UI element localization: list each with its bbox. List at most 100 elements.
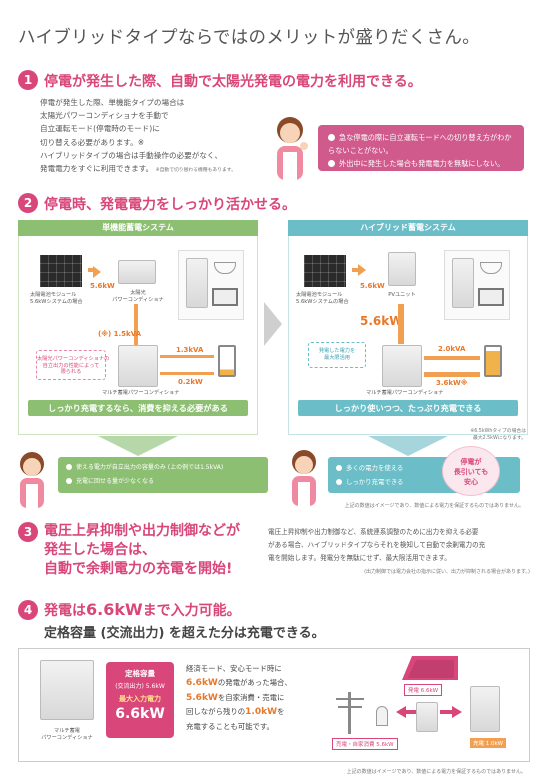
flow-1.5kva: (※) 1.5kVA	[98, 330, 142, 338]
spec-box: 定格容量 (交流出力) 5.6kW 最大入力電力 6.6kW	[106, 662, 174, 738]
chevron-right-icon	[264, 302, 282, 346]
flow-2.0kva: 2.0kVA	[438, 345, 466, 353]
s4-line: 経済モード、安心モード時に	[186, 664, 282, 673]
section-4-body: 経済モード、安心モード時に 6.6kWの発電があった場合、 5.6kWを自家消費…	[186, 662, 316, 734]
right-callout: 発電した電力を 最大限活用	[308, 342, 366, 368]
section-1-heading: 停電が発生した際、自動で太陽光発電の電力を利用できる。	[44, 74, 422, 90]
flow-line	[134, 304, 138, 346]
arrow-right-icon	[93, 266, 101, 278]
page-title: ハイブリッドタイプならではのメリットが盛りだくさん。	[18, 28, 480, 48]
battery-low-icon	[218, 345, 236, 377]
solar-panel-icon	[40, 255, 82, 287]
flow-line	[160, 355, 214, 358]
section-4-number: 4	[18, 600, 38, 620]
section-4-subheading: 定格容量 (交流出力) を超えた分は充電できる。	[44, 626, 325, 641]
outcome-item: 充電に回せる量が少なくなる	[66, 475, 260, 489]
worried-woman-illustration	[20, 452, 44, 508]
pv-unit-label: PVユニット	[388, 292, 416, 298]
section-4-footnote: 上記の数値はイメージであり、数値による電力を保証するものではありません。	[346, 769, 526, 775]
bullet-icon	[66, 464, 72, 470]
left-outcome: 使える電力が自立出力の容量のみ (上の例では1.5kVA) 充電に回せる量が少な…	[58, 457, 268, 493]
s1-line: 停電が発生した際、単機能タイプの場合は	[40, 98, 185, 107]
benefit-item: 外出中に発生した場合も発電電力を無駄にしない。	[328, 157, 514, 170]
pcs-small-icon	[416, 702, 438, 732]
s1-line: ハイブリッドタイプの場合は手動操作の必要がなく、	[40, 150, 223, 160]
down-triangle-icon	[368, 436, 448, 456]
bullet-icon	[336, 465, 342, 471]
lamp-icon	[376, 706, 388, 726]
fridge-icon	[452, 258, 474, 308]
single-function-header: 単機能蓄電システム	[18, 220, 258, 236]
section-3-number: 3	[18, 522, 38, 542]
battery-unit-icon	[470, 686, 500, 732]
outcome-item: 使える電力が自立出力の容量のみ (上の例では1.5kVA)	[66, 461, 260, 475]
flow-line	[160, 372, 214, 375]
flow-line	[424, 372, 480, 377]
multi-storage-pcs-icon	[382, 345, 422, 387]
multi-storage-pcs-icon	[118, 345, 158, 387]
flow-1.3kva: 1.3kVA	[176, 346, 204, 354]
right-side-note: ※6.5kWhタイプの場合は最大2.5kWになります。	[470, 429, 526, 441]
section-2-heading: 停電時、発電電力をしっかり活かせる。	[44, 197, 296, 213]
section-2-footnote: 上記の数値はイメージであり、数値による電力を保証するものではありません。	[344, 503, 524, 509]
s4-line: 6.6kWの発電があった場合、	[186, 678, 292, 689]
flow-line	[424, 356, 480, 360]
multi-pcs-label: マルチ蓄電パワーコンディショナ	[366, 390, 444, 396]
happy-woman-illustration	[292, 450, 316, 506]
section-2-number: 2	[18, 193, 38, 213]
roof-solar-icon	[402, 656, 458, 680]
flow-3.6kw: 3.6kW※	[436, 379, 468, 387]
arrow-shaft	[352, 268, 360, 272]
use-label: 売電・自家消費 5.6kW	[332, 738, 398, 750]
bullet-icon	[328, 134, 335, 141]
section-1-body: 停電が発生した際、単機能タイプの場合は 太陽光パワーコンディショナを手動で 自立…	[40, 96, 265, 175]
right-banner: しっかり使いつつ、たっぷり充電できる	[298, 400, 518, 416]
pv-conditioner-icon	[118, 260, 156, 284]
flow-0.2kw: 0.2kW	[178, 378, 203, 386]
outcome-item: しっかり充電できる	[336, 475, 512, 489]
tv-icon	[212, 288, 238, 306]
flow-line	[398, 304, 404, 344]
s1-line: 太陽光パワーコンディショナを手動で	[40, 111, 169, 121]
hybrid-header: ハイブリッド蓄電システム	[288, 220, 528, 236]
multi-storage-pcs-icon	[40, 660, 94, 720]
s4-line: 回しながら残りの1.0kWを	[186, 707, 285, 718]
pcs-label: 太陽光パワーコンディショナ	[112, 290, 164, 303]
solar-panel-icon	[304, 255, 346, 287]
section-1-benefits: 急な停電の際に自立運転モードへの切り替え方がわからないことがない。 外出中に発生…	[318, 125, 524, 171]
device-label: マルチ蓄電パワーコンディショナ	[41, 728, 93, 741]
s1-line: 自立運転モード(停電時のモード)に	[40, 124, 160, 134]
s1-line: 発電電力をすぐに利用できます。 ※自動で切り替わる機種もあります。	[40, 164, 236, 174]
outcome-item: 多くの電力を使える	[336, 461, 512, 475]
section-3-heading: 電圧上昇抑制や出力制御などが発生した場合は、自動で余剰電力の充電を開始!	[44, 523, 240, 577]
down-triangle-icon	[98, 436, 178, 456]
reassurance-bubble: 停電が長引いても安心	[442, 446, 500, 496]
flow-5.6kw: 5.6kW	[90, 282, 115, 290]
left-callout: 太陽光パワーコンディショナの 自立出力の性能によって 限られる	[36, 350, 109, 380]
charge-label: 充電 1.0kW	[470, 738, 507, 748]
arrow-right-icon	[358, 264, 366, 276]
arrow-shaft	[88, 268, 96, 272]
arrow-left-icon	[396, 706, 416, 718]
section-1-number: 1	[18, 70, 38, 90]
pv-unit-icon	[388, 252, 416, 286]
tv-icon	[478, 288, 504, 306]
bullet-icon	[336, 479, 342, 485]
flow-5.6kw: 5.6kW	[360, 282, 385, 290]
woman-illustration	[277, 117, 308, 180]
multi-pcs-label: マルチ蓄電パワーコンディショナ	[102, 390, 180, 396]
gen-label: 発電 6.6kW	[404, 684, 443, 696]
s4-line: 充電することも可能です。	[186, 721, 274, 731]
flow-5.6kw-large: 5.6kW	[360, 314, 403, 328]
s1-line: 切り替える必要があります。※	[40, 137, 145, 147]
utility-pole-icon	[336, 692, 364, 734]
fridge-icon	[186, 258, 208, 308]
bullet-icon	[328, 160, 335, 167]
bullet-icon	[66, 478, 72, 484]
arrow-right-icon	[440, 706, 462, 718]
battery-full-icon	[484, 345, 502, 377]
benefit-item: 急な停電の際に自立運転モードへの切り替え方がわからないことがない。	[328, 133, 512, 155]
left-banner: しっかり充電するなら、消費を抑える必要がある	[28, 400, 248, 416]
